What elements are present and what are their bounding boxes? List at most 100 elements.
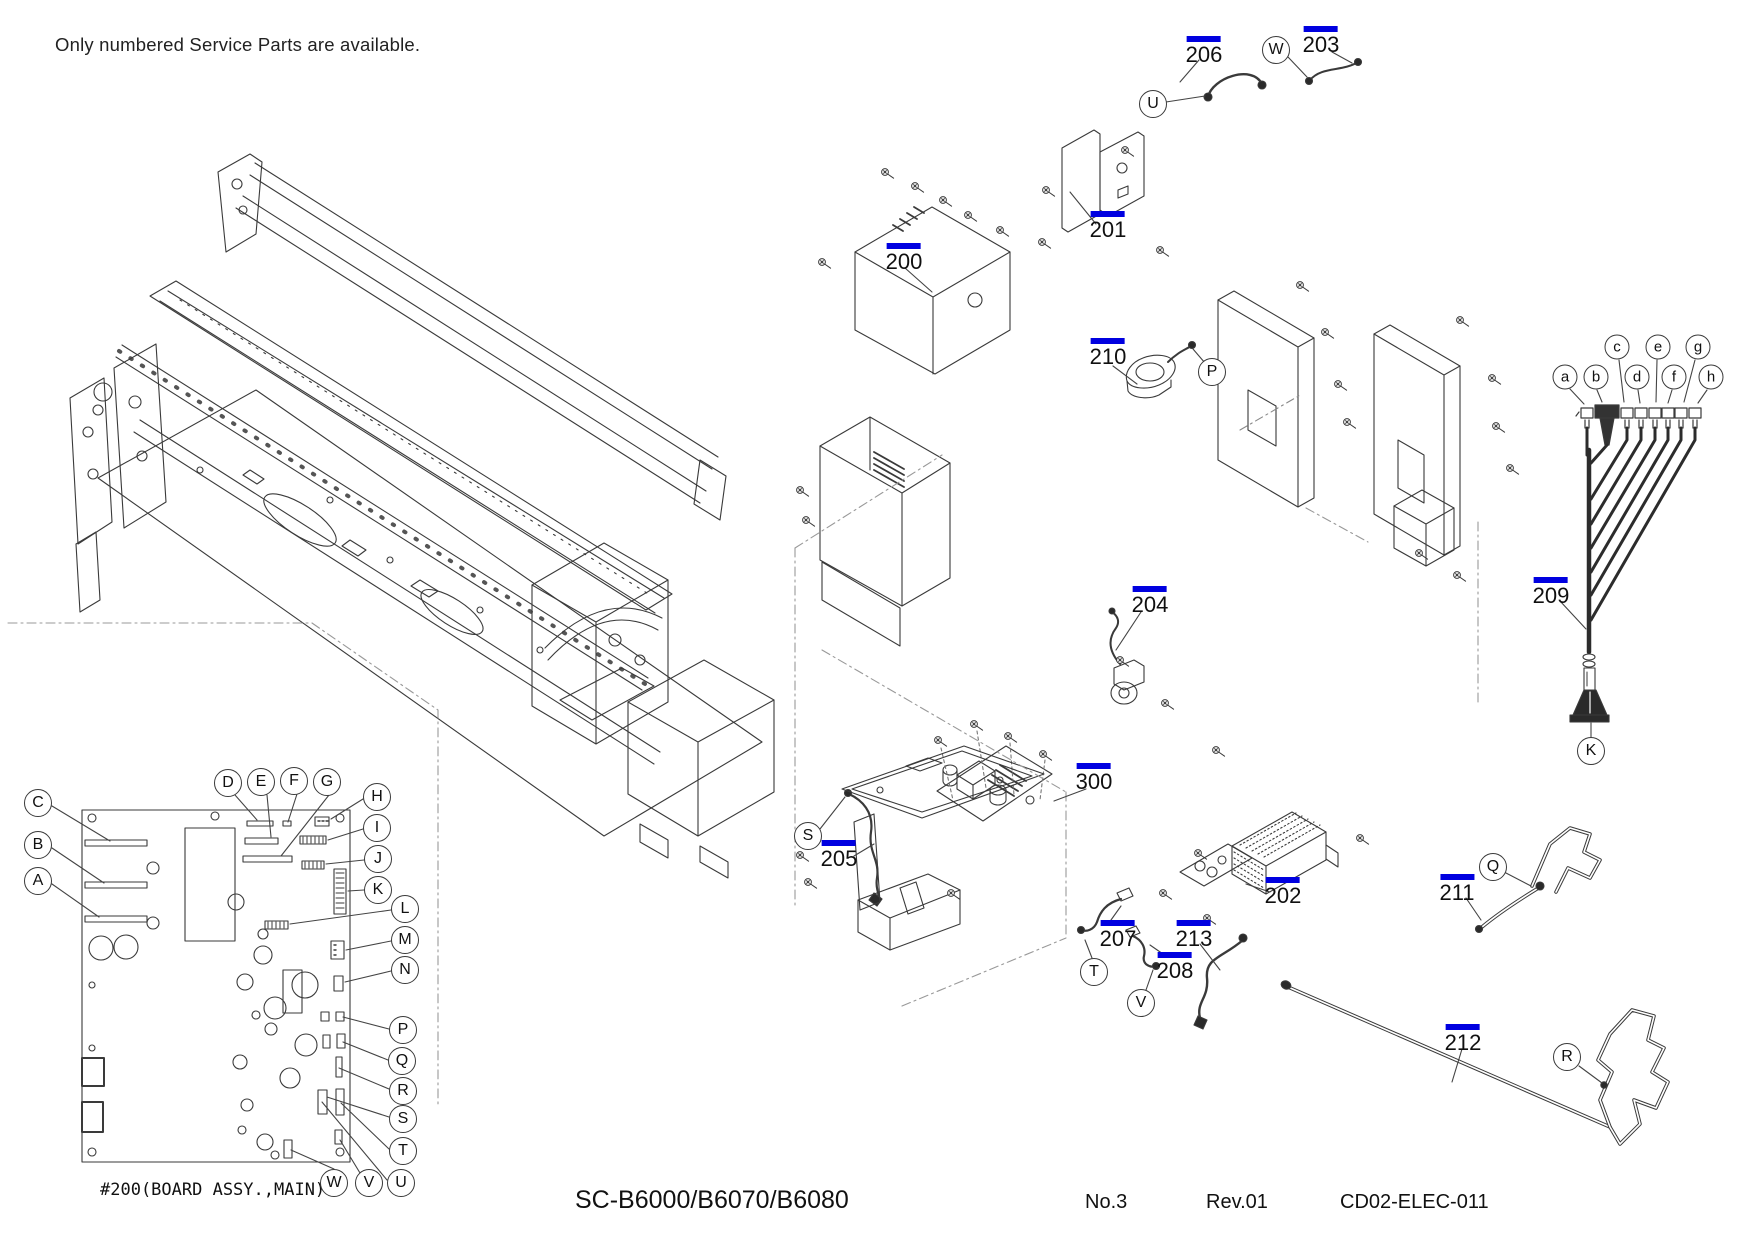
callout-R: R [1553, 1043, 1581, 1071]
part-label-300: 300 [1075, 763, 1113, 794]
part-number-206: 206 [1185, 42, 1223, 67]
part-label-213: 213 [1175, 920, 1213, 951]
callout-e: e [1645, 334, 1671, 360]
part-label-209: 209 [1532, 577, 1570, 608]
part-label-bar-206 [1187, 36, 1221, 42]
part-number-211: 211 [1439, 880, 1475, 905]
callout-D: D [214, 769, 242, 797]
callout-W: W [1262, 36, 1290, 64]
part-203-cable-drawing [1304, 57, 1363, 86]
part-label-bar-205 [822, 840, 856, 846]
callout-T: T [389, 1137, 417, 1165]
footer-revision: Rev.01 [1206, 1191, 1268, 1213]
callout-d: d [1624, 364, 1650, 390]
part-label-202: 202 [1264, 877, 1302, 908]
part-label-210: 210 [1089, 338, 1127, 369]
part-number-210: 210 [1089, 344, 1127, 369]
part-number-300: 300 [1075, 769, 1113, 794]
part-number-203: 203 [1302, 32, 1340, 57]
part-label-bar-202 [1266, 877, 1300, 883]
part-label-bar-201 [1091, 211, 1125, 217]
callout-T: T [1080, 958, 1108, 986]
callout-a: a [1552, 364, 1578, 390]
part-label-200: 200 [885, 243, 923, 274]
part-213-board-drawing [1179, 843, 1253, 1030]
part-number-201: 201 [1089, 217, 1127, 242]
part-label-bar-210 [1091, 338, 1125, 344]
callout-I: I [363, 814, 391, 842]
callout-V: V [1127, 989, 1155, 1017]
part-label-211: 211 [1439, 874, 1475, 905]
boundary-dash-lines [7, 454, 1479, 1107]
part-206-cable-drawing [1203, 73, 1267, 102]
part-212-wireform-drawing [1280, 980, 1670, 1146]
part-208-cable-drawing [1125, 925, 1161, 971]
electronics-bay-drawing [819, 416, 951, 647]
part-number-209: 209 [1532, 583, 1570, 608]
callout-W: W [320, 1169, 348, 1197]
part-label-212: 212 [1444, 1024, 1482, 1055]
side-plates-drawing [1217, 290, 1461, 567]
callout-P: P [389, 1016, 417, 1044]
part-label-bar-203 [1304, 26, 1338, 32]
callout-C: C [24, 789, 52, 817]
callout-F: F [280, 767, 308, 795]
callout-H: H [363, 783, 391, 811]
callout-U: U [387, 1169, 415, 1197]
part-number-212: 212 [1444, 1030, 1482, 1055]
callout-S: S [389, 1105, 417, 1133]
part-number-204: 204 [1131, 592, 1169, 617]
callout-K: K [1577, 737, 1605, 765]
part-label-205: 205 [820, 840, 858, 871]
part-label-208: 208 [1156, 952, 1194, 983]
callout-E: E [247, 768, 275, 796]
callout-Q: Q [388, 1047, 416, 1075]
part-label-bar-207 [1101, 920, 1135, 926]
part-number-202: 202 [1264, 883, 1302, 908]
part-number-208: 208 [1156, 958, 1194, 983]
callout-c: c [1604, 334, 1630, 360]
part-label-207: 207 [1100, 920, 1136, 950]
part-label-bar-211 [1439, 874, 1474, 880]
part-label-204: 204 [1131, 586, 1169, 617]
callout-V: V [355, 1169, 383, 1197]
lower-tray-drawing [841, 745, 1045, 951]
part-label-bar-208 [1158, 952, 1192, 958]
callout-L: L [391, 895, 419, 923]
part-number-200: 200 [885, 249, 923, 274]
footer-document-code: CD02-ELEC-011 [1340, 1191, 1489, 1213]
part-209-harness-drawing [1569, 404, 1702, 723]
part-number-213: 213 [1175, 926, 1213, 951]
part-207-cable-drawing [1076, 887, 1134, 935]
callout-N: N [391, 956, 419, 984]
callout-M: M [391, 926, 419, 954]
part-300-psu-drawing [936, 730, 1053, 822]
callout-P: P [1198, 358, 1226, 386]
part-number-205: 205 [820, 846, 858, 871]
part-label-bar-209 [1534, 577, 1568, 583]
part-202-heatsink-drawing [1231, 811, 1339, 895]
callout-A: A [24, 867, 52, 895]
part-label-bar-212 [1446, 1024, 1480, 1030]
part-label-206: 206 [1185, 36, 1223, 67]
part-label-201: 201 [1089, 211, 1127, 242]
callout-R: R [389, 1077, 417, 1105]
callout-Q: Q [1479, 853, 1507, 881]
callout-J: J [364, 845, 392, 873]
note-text: Only numbered Service Parts are availabl… [55, 34, 421, 55]
part-200-shield-drawing [854, 206, 1011, 375]
callout-S: S [794, 822, 822, 850]
part-label-bar-204 [1133, 586, 1167, 592]
callout-U: U [1139, 90, 1167, 118]
footer-sheet-number: No.3 [1085, 1191, 1128, 1213]
part-label-203: 203 [1302, 26, 1340, 57]
callout-G: G [313, 768, 341, 796]
printer-chassis-drawing [69, 153, 775, 879]
part-label-bar-200 [887, 243, 921, 249]
main-board-drawing [81, 809, 351, 1163]
callout-f: f [1661, 364, 1687, 390]
footer-model-text: SC-B6000/B6070/B6080 [575, 1186, 849, 1214]
leader-lines [51, 51, 1708, 1181]
